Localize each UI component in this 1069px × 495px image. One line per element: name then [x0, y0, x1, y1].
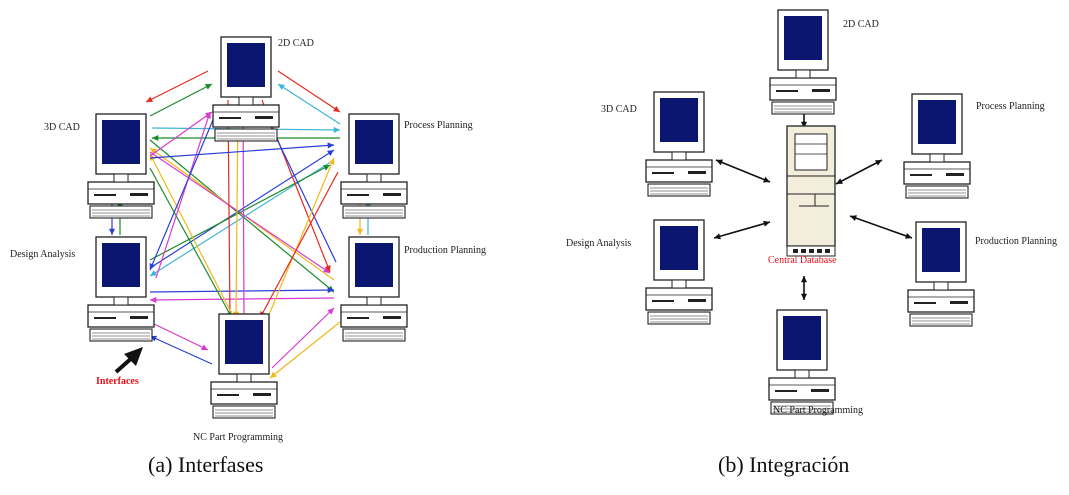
central-database-icon: [786, 125, 836, 257]
label-2d-cad-a: 2D CAD: [278, 38, 314, 49]
integration-arrow-1-head: [763, 176, 770, 183]
interface-arrow-13: [149, 149, 335, 269]
interface-arrow-32-head: [327, 308, 334, 315]
integration-arrow-5-head: [800, 293, 808, 300]
integration-arrow-4-head: [905, 233, 912, 239]
pc-2d-cad-b: [769, 9, 837, 115]
label-process-planning-a: Process Planning: [404, 120, 473, 131]
interface-arrow-8-head: [356, 228, 364, 235]
interface-arrow-11-head: [150, 148, 157, 155]
integration-arrow-3-head: [763, 220, 770, 227]
interface-arrow-23: [155, 111, 211, 279]
label-2d-cad-b: 2D CAD: [843, 19, 879, 30]
pc-nc-part-programming-a: [210, 313, 278, 419]
interface-arrow-30: [149, 321, 209, 351]
integration-arrows: [713, 106, 913, 300]
interface-arrow-3: [277, 83, 341, 125]
pc-nc-part-programming-b: [768, 309, 836, 415]
interface-arrow-34: [149, 144, 335, 159]
central-database-label: Central Database: [768, 255, 837, 266]
pc-process-planning-a: [340, 113, 408, 219]
interface-arrow-12-head: [323, 266, 330, 273]
pc-3d-cad-b: [645, 91, 713, 197]
interface-arrow-4-head: [333, 126, 340, 133]
pc-3d-cad-a: [87, 113, 155, 219]
interface-arrow-5-head: [152, 134, 159, 142]
interface-arrow-31: [149, 335, 213, 365]
interface-arrow-0-head: [146, 96, 153, 102]
integration-arrow-4-head: [850, 215, 857, 221]
interface-arrow-17-head: [150, 296, 157, 303]
interface-arrow-2: [277, 70, 341, 113]
integration-arrow-1-head: [716, 159, 723, 166]
interface-arrow-27-head: [328, 158, 335, 165]
interface-arrow-30-head: [201, 344, 208, 351]
interface-arrow-27: [265, 157, 335, 323]
integration-arrow-2-head: [875, 160, 882, 166]
interface-arrow-21: [149, 167, 233, 319]
interface-arrow-2-head: [333, 105, 340, 112]
interface-arrow-34-head: [327, 142, 334, 149]
interface-arrow-16-head: [327, 287, 334, 294]
interface-arrow-0: [145, 70, 209, 103]
interface-arrow-29: [149, 111, 213, 157]
label-design-analysis-b: Design Analysis: [566, 238, 631, 249]
caption-panel-a: (a) Interfases: [148, 452, 264, 477]
interface-arrow-1-head: [205, 84, 212, 90]
interface-arrow-14-head: [150, 270, 157, 276]
interface-arrow-22: [149, 153, 237, 323]
pc-design-analysis-b: [645, 219, 713, 325]
interfaces-pointer-icon: [114, 347, 143, 374]
pc-design-analysis-a: [87, 236, 155, 342]
label-production-planning-b: Production Planning: [975, 236, 1057, 247]
label-process-planning-b: Process Planning: [976, 101, 1045, 112]
interface-arrow-29-head: [205, 112, 212, 119]
interface-arrow-15-head: [323, 165, 330, 171]
interface-arrow-33: [269, 321, 341, 379]
interface-arrow-1: [149, 83, 213, 117]
integration-arrow-5-head: [800, 276, 808, 283]
label-production-planning-a: Production Planning: [404, 245, 486, 256]
interface-arrow-32: [271, 307, 335, 369]
integration-arrow-2-head: [836, 178, 843, 184]
interface-arrow-15: [149, 164, 331, 261]
label-nc-part-programming-a: NC Part Programming: [193, 432, 283, 443]
label-3d-cad-a: 3D CAD: [44, 122, 80, 133]
interface-arrow-24-head: [149, 263, 156, 270]
interface-arrow-28: [259, 171, 339, 319]
pc-production-planning-a: [340, 236, 408, 342]
integration-arrow-3-head: [714, 233, 721, 240]
interface-arrow-6-head: [108, 228, 116, 235]
label-nc-part-programming-b: NC Part Programming: [773, 405, 863, 416]
integration-arrow-3: [713, 221, 771, 239]
interface-arrow-3-head: [278, 84, 285, 90]
integration-arrow-2: [835, 159, 883, 185]
pc-2d-cad-a: [212, 36, 280, 142]
pc-production-planning-b: [907, 221, 975, 327]
integration-arrow-1: [715, 159, 771, 183]
interface-arrow-25-head: [324, 265, 331, 272]
interfaces-label: Interfaces: [96, 376, 139, 387]
interface-arrow-24: [149, 107, 219, 271]
label-3d-cad-b: 3D CAD: [601, 104, 637, 115]
interface-arrow-13-head: [327, 150, 334, 156]
interface-arrow-16: [149, 289, 335, 293]
integration-arrow-4: [849, 215, 913, 239]
pc-process-planning-b: [903, 93, 971, 199]
integration-arrow-0-head: [800, 121, 808, 128]
label-design-analysis-a: Design Analysis: [10, 249, 75, 260]
caption-panel-b: (b) Integración: [718, 452, 850, 477]
interface-arrow-17: [149, 297, 335, 301]
interface-arrow-33-head: [270, 371, 277, 378]
interface-arrow-10: [149, 139, 335, 293]
